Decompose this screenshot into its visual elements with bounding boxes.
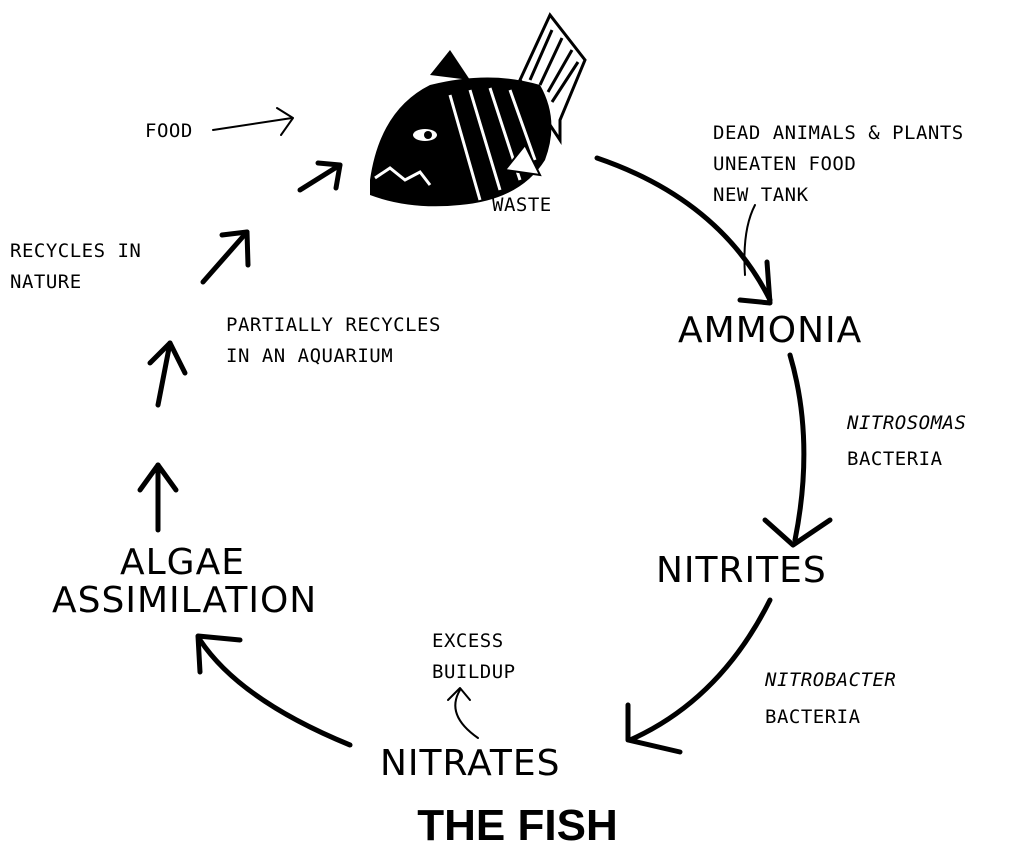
label-source-uneaten: UNEATEN FOOD [713,149,964,180]
label-nitrobacter: NITROBACTER [765,665,896,696]
label-source-newtank: NEW TANK [713,180,964,211]
page-title: THE FISH [0,803,1035,849]
node-algae-line1: ALGAE [120,544,245,582]
label-source-dead: DEAD ANIMALS & PLANTS [713,118,964,149]
arrow-algae-up-3 [203,232,247,282]
fish-icon [370,15,585,206]
label-recycles-nature: RECYCLES IN NATURE [10,236,141,298]
arrow-food [213,118,292,130]
label-recycles-aquarium: PARTIALLY RECYCLES IN AN AQUARIUM [226,310,441,372]
node-nitrites: NITRITES [656,552,827,590]
node-algae-line2: ASSIMILATION [52,582,317,620]
label-in-aquarium: IN AN AQUARIUM [226,341,441,372]
label-excess-buildup: EXCESS BUILDUP [432,626,516,688]
label-nitrobacter-bacteria: BACTERIA [765,702,861,733]
label-partially-recycles: PARTIALLY RECYCLES [226,310,441,341]
label-nitrosomonas-bacteria: BACTERIA [847,444,943,475]
arrow-nitrites-to-nitrates [630,600,770,740]
label-nitrosomonas: NITROSOMAS [847,408,966,439]
label-sources: DEAD ANIMALS & PLANTS UNEATEN FOOD NEW T… [713,118,964,211]
label-recycles-in: RECYCLES IN [10,236,141,267]
label-excess: EXCESS [432,626,516,657]
label-food: FOOD [145,116,193,147]
arrow-nitrates-to-algae [200,640,350,745]
arrow-ammonia-to-nitrites [790,355,804,540]
label-buildup: BUILDUP [432,657,516,688]
label-nature: NATURE [10,267,141,298]
label-waste: WASTE [492,190,552,221]
node-nitrates: NITRATES [380,745,561,783]
node-ammonia: AMMONIA [678,312,862,350]
arrowhead-food [277,108,293,135]
